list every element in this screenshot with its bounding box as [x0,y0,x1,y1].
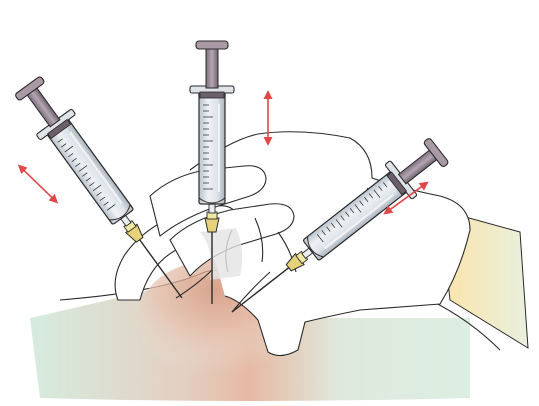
double-arrow-icon [15,161,62,206]
double-arrow-icon [264,90,273,146]
